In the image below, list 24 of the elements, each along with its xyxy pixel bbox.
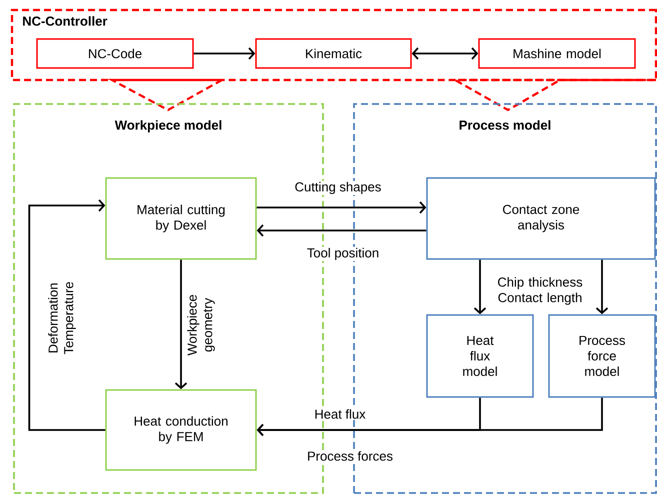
arrow [256,201,426,214]
arrow [194,47,256,60]
arrow [174,260,188,390]
arrow [596,260,608,314]
process-box: Contact zone analysis [426,177,656,260]
arrow [28,199,106,431]
process-box: Kinematic [255,38,412,69]
process-box: Material cutting by Dexel [105,177,257,260]
flow-label: Chip thickness Contact length [498,277,582,305]
edge-label: Cutting shapes [294,180,382,196]
edge-label: Process forces [306,450,394,462]
arrow [412,47,478,60]
arrow [256,224,426,237]
edge-label: Tool position [306,246,380,262]
arrow [474,260,486,314]
edge-label: Deformation Temperature [47,270,77,366]
process-box: Heat flux model [426,314,534,398]
process-box: Mashine model [478,38,636,69]
edge-label: Heat flux [313,408,367,420]
edge-label: Workpiece geometry [186,284,216,366]
process-box: NC-Code [36,38,194,69]
process-box: Process force model [548,314,656,398]
arrow [256,398,603,436]
process-box: Heat conduction by FEM [105,389,257,471]
